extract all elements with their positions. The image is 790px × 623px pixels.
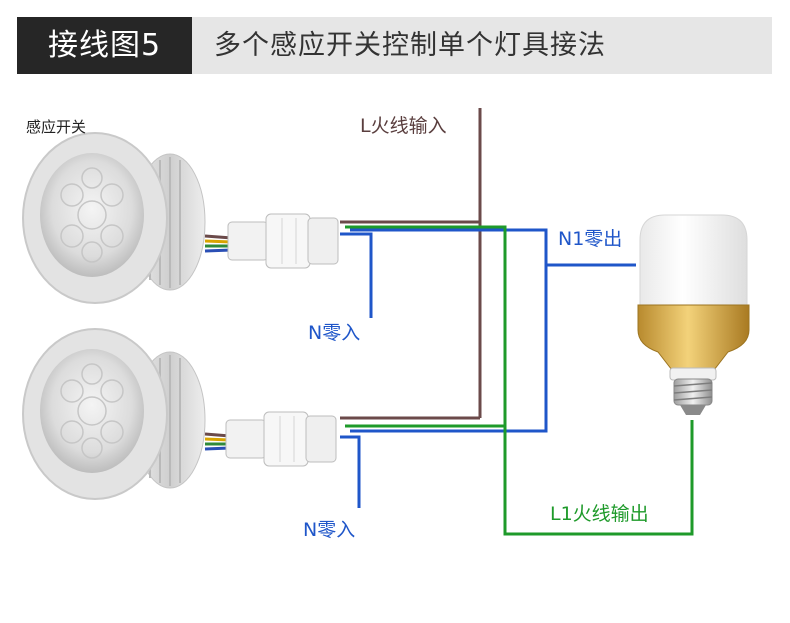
live-input-label: L火线输入 — [360, 115, 447, 137]
load-wire — [345, 225, 694, 536]
connector-bottom — [225, 411, 337, 467]
live-wire — [340, 108, 482, 420]
neutral-out-label: N1零出 — [558, 228, 622, 250]
header: 接线图5 多个感应开关控制单个灯具接法 — [17, 17, 772, 74]
title-bar: 多个感应开关控制单个灯具接法 — [192, 17, 772, 74]
diagram-number-tag: 接线图5 — [17, 17, 192, 74]
neutral-wire — [340, 228, 636, 508]
page-title: 多个感应开关控制单个灯具接法 — [214, 30, 606, 61]
neutral-in-label-top: N零入 — [308, 322, 360, 344]
sensor-switch-top — [22, 132, 339, 304]
connector-top — [227, 213, 339, 269]
sensor-switch-bottom — [22, 328, 337, 500]
sensor-switch-label: 感应开关 — [26, 118, 86, 136]
light-bulb — [637, 214, 750, 415]
neutral-in-label-bottom: N零入 — [303, 519, 355, 541]
live-output-label: L1火线输出 — [550, 503, 649, 525]
